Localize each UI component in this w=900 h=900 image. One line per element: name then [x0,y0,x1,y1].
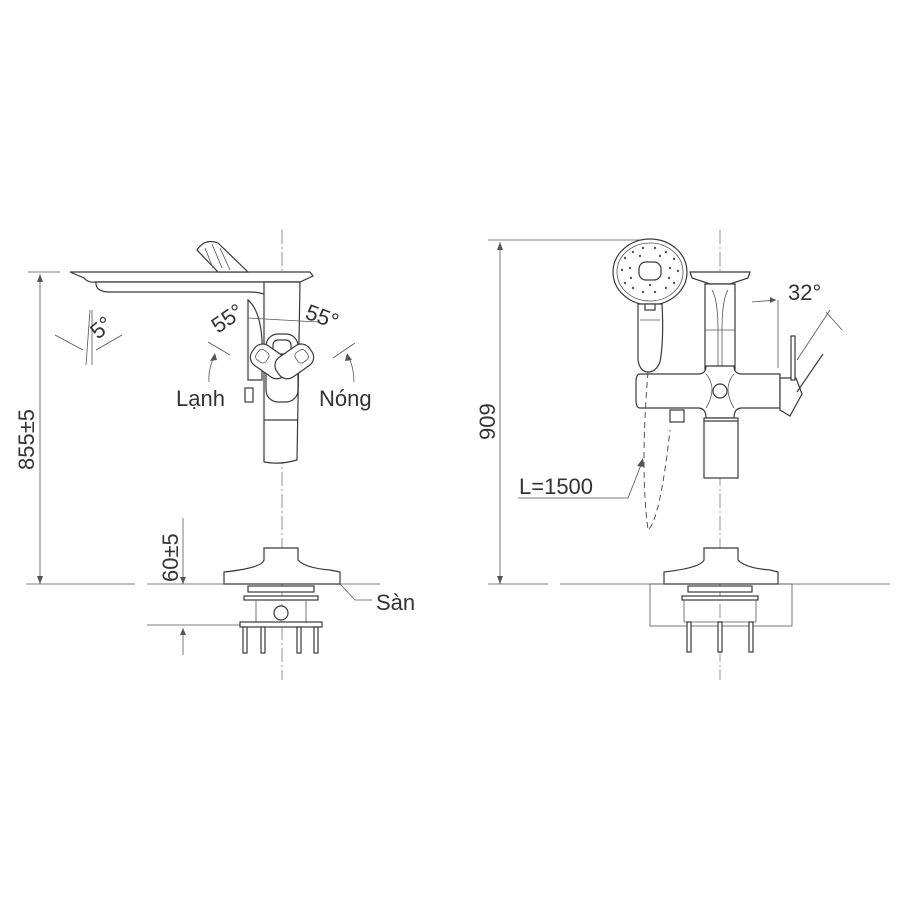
diverter-angle-label: 32° [788,280,821,305]
diverter-knob [712,383,728,399]
riser-pipe [703,417,739,479]
mounting-bolts [242,626,319,654]
hot-label: Nóng [319,386,372,411]
spray-mode-button [638,261,662,281]
total-height-label: 855±5 [14,409,39,470]
diverter-lever-body [779,377,803,417]
mixer-body [635,365,781,419]
spout-top [689,271,751,285]
spout-angle-label: 5° [85,311,117,344]
base-height-label: 60±5 [158,533,183,582]
left-view: 855±5 60±5 5° [14,230,415,680]
hand-shower-handle [637,303,664,373]
cold-angle-label: 55° [207,299,249,339]
floor-flange-right [663,547,779,585]
water-inlet [273,605,289,621]
handle-hot-position [274,343,315,380]
shower-hose [643,371,671,531]
mounting-bolts-right [686,621,754,653]
hose-connector [669,409,685,423]
total-height-label-right: 909 [475,403,500,440]
handle-lever-top [196,240,250,273]
right-view: 909 [475,230,890,680]
spout [69,271,314,283]
cold-label: Lạnh [176,386,225,411]
floor-flange [223,547,341,585]
hose-length-label: L=1500 [519,474,593,499]
diverter-lever-up [790,335,796,381]
floor-label: Sàn [376,590,415,615]
hot-angle-label: 55° [302,299,342,334]
